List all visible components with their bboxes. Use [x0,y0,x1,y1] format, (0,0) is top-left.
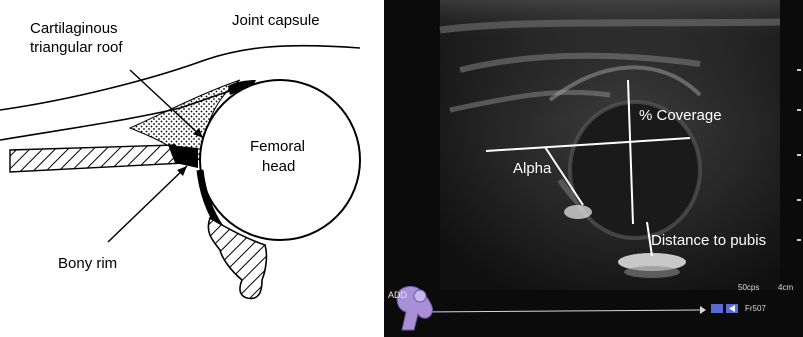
overlay-depth: 4cm [778,283,793,293]
acetabulum-bone [10,145,185,172]
hip-diagram [0,46,360,299]
label-coverage: % Coverage [639,107,722,125]
label-distance-to-pubis: Distance to pubis [651,232,766,250]
bright-spot-1 [564,205,592,219]
overlay-frame-rate: 50cps [738,283,759,293]
label-alpha: Alpha [513,160,551,178]
label-cartilaginous-roof-1: Cartilaginous [30,19,118,38]
label-femoral-head-1: Femoral [250,137,305,156]
label-cartilaginous-roof-2: triangular roof [30,38,123,57]
label-bony-rim: Bony rim [58,254,117,273]
overlay-frame: Fr507 [745,304,766,314]
bright-spot-3 [624,266,680,278]
overlay-add: ADD [388,290,407,300]
bony-rim-wedge [168,145,198,168]
label-femoral-head-2: head [262,157,295,176]
cine-button-1 [711,304,723,313]
rim-leader [108,166,187,242]
label-joint-capsule: Joint capsule [232,11,320,30]
